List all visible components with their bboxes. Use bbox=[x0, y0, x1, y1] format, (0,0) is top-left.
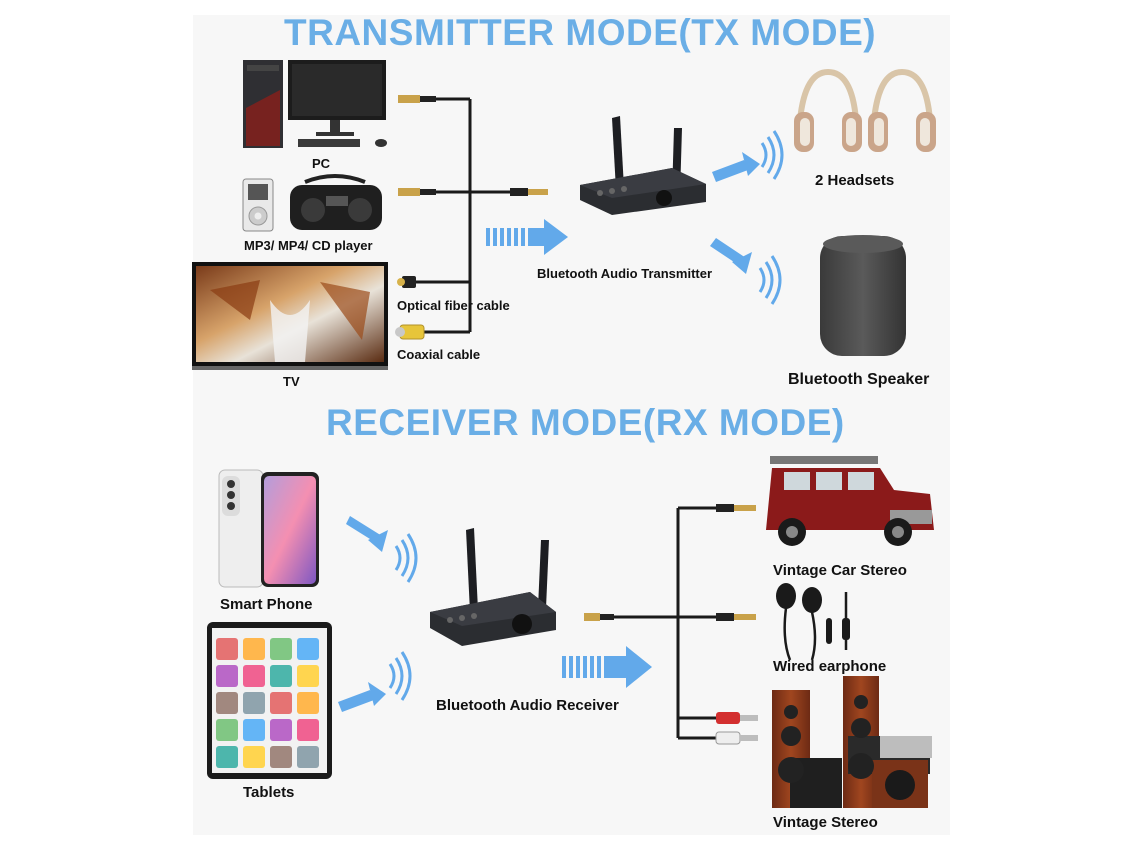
tablet-app-tile bbox=[270, 719, 292, 741]
tablet-app-tile bbox=[297, 665, 319, 687]
tx-arrow-speaker bbox=[710, 238, 752, 274]
arrow-icon bbox=[486, 219, 568, 255]
tablet-app-tile bbox=[216, 692, 238, 714]
tablet-app-tile bbox=[243, 665, 265, 687]
tablet-app-tile bbox=[270, 665, 292, 687]
receiver-label: Bluetooth Audio Receiver bbox=[436, 697, 619, 714]
bluetooth-receiver-icon bbox=[430, 528, 556, 646]
tablet-app-tile bbox=[297, 719, 319, 741]
tablet-app-tile bbox=[216, 638, 238, 660]
mp3-label: MP3/ MP4/ CD player bbox=[244, 238, 373, 253]
tablet-app-tile bbox=[243, 692, 265, 714]
rx-arrow-tablet bbox=[338, 682, 386, 712]
tv-icon bbox=[192, 262, 388, 370]
tablet-label: Tablets bbox=[243, 784, 295, 801]
tablet-app-tile bbox=[216, 665, 238, 687]
tablet-app-tile bbox=[270, 746, 292, 768]
car-stereo-label: Vintage Car Stereo bbox=[773, 562, 907, 579]
tablet-app-tile bbox=[270, 692, 292, 714]
signal-wave-icon bbox=[388, 651, 412, 701]
tablet-app-tile bbox=[270, 638, 292, 660]
tablet-app-grid bbox=[216, 638, 319, 768]
rx-arrow-phone bbox=[346, 516, 388, 552]
bluetooth-transmitter-icon bbox=[580, 116, 706, 215]
pc-icon bbox=[243, 60, 387, 148]
cd-player-icon bbox=[290, 174, 382, 230]
headset-icon bbox=[868, 68, 936, 152]
earphone-label: Wired earphone bbox=[773, 658, 887, 675]
tablet-app-tile bbox=[297, 692, 319, 714]
tx-arrow-headsets bbox=[712, 152, 760, 182]
tablet-app-tile bbox=[297, 638, 319, 660]
rx-jacks bbox=[584, 504, 758, 745]
smartphone-label: Smart Phone bbox=[220, 596, 313, 613]
arrow-icon bbox=[562, 646, 652, 688]
speaker-label: Bluetooth Speaker bbox=[788, 371, 930, 388]
car-icon bbox=[766, 456, 934, 546]
transmitter-label: Bluetooth Audio Transmitter bbox=[537, 266, 713, 281]
coaxial-cable-label: Coaxial cable bbox=[397, 347, 481, 362]
signal-wave-icon bbox=[394, 533, 418, 583]
signal-wave-icon bbox=[758, 255, 782, 305]
tablet-app-tile bbox=[297, 746, 319, 768]
optical-cable-label: Optical fiber cable bbox=[397, 298, 510, 313]
pc-label: PC bbox=[312, 156, 331, 171]
vintage-stereo-label: Vintage Stereo bbox=[773, 814, 878, 831]
tablet-app-tile bbox=[216, 719, 238, 741]
headset-icon bbox=[794, 68, 862, 152]
earphone-icon bbox=[776, 583, 850, 661]
bluetooth-speaker-icon bbox=[820, 235, 906, 356]
signal-wave-icon bbox=[760, 130, 784, 180]
rx-mode-title: RECEIVER MODE(RX MODE) bbox=[326, 402, 845, 443]
headsets-label: 2 Headsets bbox=[815, 172, 895, 189]
tablet-app-tile bbox=[243, 638, 265, 660]
tablet-app-tile bbox=[243, 746, 265, 768]
mp3-player-icon bbox=[242, 178, 274, 232]
tablet-app-tile bbox=[216, 746, 238, 768]
stereo-speakers-icon bbox=[772, 676, 932, 808]
tx-jacks bbox=[395, 95, 548, 340]
tv-label: TV bbox=[283, 374, 300, 389]
smartphone-icon bbox=[218, 469, 319, 588]
tx-mode-title: TRANSMITTER MODE(TX MODE) bbox=[284, 12, 877, 53]
tablet-app-tile bbox=[243, 719, 265, 741]
